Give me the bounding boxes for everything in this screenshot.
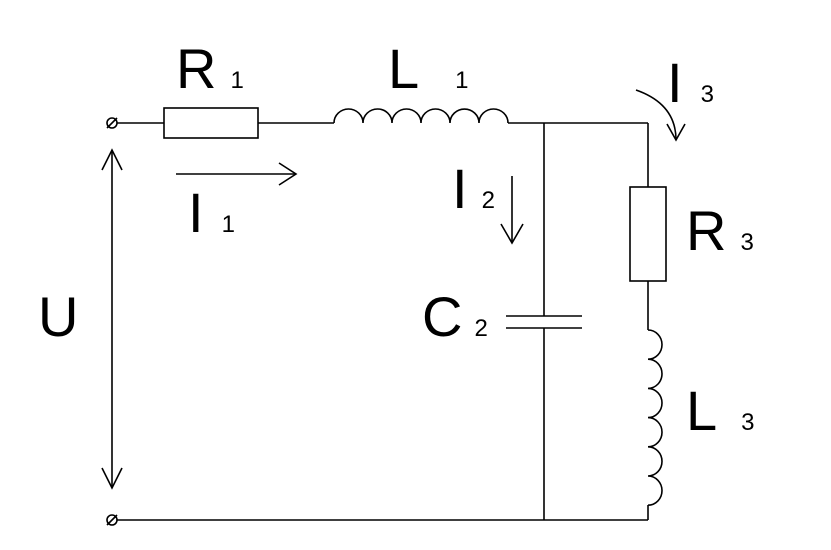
current-i1-arrow bbox=[176, 162, 298, 186]
input-terminal-bottom bbox=[106, 514, 118, 526]
resistor-r1 bbox=[163, 107, 259, 139]
voltage-arrow bbox=[101, 148, 123, 490]
resistor-r3 bbox=[629, 186, 667, 282]
current-i2-arrow bbox=[500, 176, 524, 245]
inductor-l1 bbox=[333, 108, 509, 124]
label-u: U bbox=[38, 285, 78, 348]
current-i3-arrow bbox=[635, 89, 686, 142]
input-terminal-top bbox=[106, 117, 118, 129]
inductor-l3 bbox=[647, 329, 663, 506]
